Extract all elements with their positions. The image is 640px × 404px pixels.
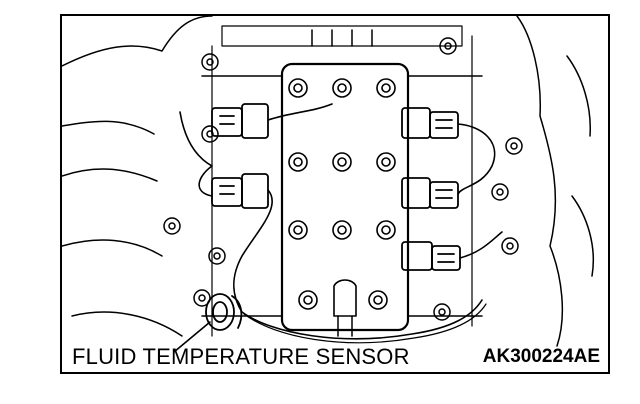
connector-icon xyxy=(401,107,461,271)
valve-body-cover xyxy=(280,62,410,332)
sensor-icon xyxy=(205,293,243,331)
transmission-case-outline xyxy=(62,16,213,337)
connector-icon xyxy=(211,103,269,209)
bolt-icon xyxy=(288,78,396,310)
bolt-icon xyxy=(163,37,523,321)
valve-body-drawing xyxy=(62,16,595,353)
figure-code: AK300224AE xyxy=(482,346,600,367)
wiring-harness xyxy=(179,103,503,340)
figure-caption: FLUID TEMPERATURE SENSOR xyxy=(72,344,410,369)
leader-line xyxy=(173,321,211,353)
figure-frame: FLUID TEMPERATURE SENSOR AK300224AE xyxy=(60,14,610,374)
